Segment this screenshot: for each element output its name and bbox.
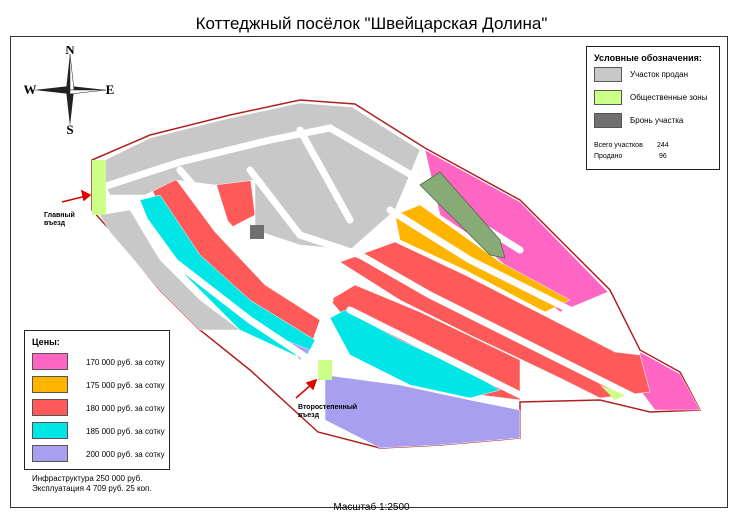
public-zone-entry-secondary — [318, 360, 332, 380]
total-plots-label: Всего участков — [594, 142, 643, 149]
zone-170 — [424, 149, 609, 313]
legend-heading: Условные обозначения: — [594, 53, 702, 63]
price-item: 200 000 руб. за сотку — [32, 445, 165, 463]
price-item: 180 000 руб. за сотку — [32, 399, 165, 417]
secondary-entry-label: Второстепенный въезд — [298, 404, 357, 420]
compass-e: E — [106, 82, 115, 97]
price-swatch — [32, 445, 68, 462]
price-label: 185 000 руб. за сотку — [86, 427, 165, 436]
price-item: 170 000 руб. за сотку — [32, 353, 165, 371]
secondary-entry-line2: въезд — [298, 412, 320, 419]
public-zone-park — [419, 171, 506, 259]
price-label: 180 000 руб. за сотку — [86, 404, 165, 413]
compass-s: S — [66, 122, 73, 134]
total-plots-value: 244 — [657, 142, 669, 149]
cost-info: Инфраструктура 250 000 руб. Эксплуатация… — [32, 474, 152, 494]
price-heading: Цены: — [32, 337, 60, 347]
legend-label: Общественные зоны — [630, 93, 708, 102]
price-label: 200 000 руб. за сотку — [86, 450, 165, 459]
infrastructure-cost: Инфраструктура 250 000 руб. — [32, 474, 143, 483]
price-swatch — [32, 353, 68, 370]
compass-rose-icon: N S W E — [24, 46, 115, 134]
price-label: 170 000 руб. за сотку — [86, 358, 165, 367]
legend-item-reserved: Бронь участка — [594, 113, 714, 129]
price-label: 175 000 руб. за сотку — [86, 381, 165, 390]
price-swatch — [32, 422, 68, 439]
main-entry-arrow — [61, 189, 92, 203]
public-zone-east — [600, 385, 625, 400]
map-scale: Масштаб 1:2500 — [333, 502, 410, 513]
legend-swatch — [594, 90, 622, 105]
public-zone-entry-main — [92, 160, 106, 215]
map-frame — [10, 36, 728, 508]
compass-w: W — [24, 82, 37, 97]
sold-plots-value: 96 — [659, 153, 667, 160]
legend-label: Участок продан — [630, 70, 689, 79]
legend-item-public: Общественные зоны — [594, 90, 714, 106]
price-swatch — [32, 399, 68, 416]
maintenance-cost: Эксплуатация 4 709 руб. 25 коп. — [32, 484, 152, 493]
reserved-plot — [250, 225, 264, 239]
price-item: 185 000 руб. за сотку — [32, 422, 165, 440]
secondary-entry-arrow — [295, 378, 318, 399]
price-item: 175 000 руб. за сотку — [32, 376, 165, 394]
legend-swatch — [594, 67, 622, 82]
price-legend: Цены: 170 000 руб. за сотку 175 000 руб.… — [24, 330, 170, 470]
legend-item-sold: Участок продан — [594, 67, 714, 83]
price-swatch — [32, 376, 68, 393]
main-entry-label: Главный въезд — [44, 212, 75, 228]
map-legend: Условные обозначения: Участок продан Общ… — [586, 46, 720, 170]
sold-plots-label: Продано — [594, 153, 623, 160]
map-title: Коттеджный посёлок "Швейцарская Долина" — [195, 14, 548, 33]
legend-swatch — [594, 113, 622, 128]
compass-n: N — [65, 46, 75, 57]
zone-170-east — [639, 351, 701, 411]
zone-180-a — [339, 241, 651, 399]
main-entry-line2: въезд — [44, 220, 66, 227]
secondary-entry-line1: Второстепенный — [298, 404, 358, 411]
legend-label: Бронь участка — [630, 116, 684, 125]
sold-block-2 — [99, 209, 241, 331]
main-entry-line1: Главный — [44, 212, 75, 219]
